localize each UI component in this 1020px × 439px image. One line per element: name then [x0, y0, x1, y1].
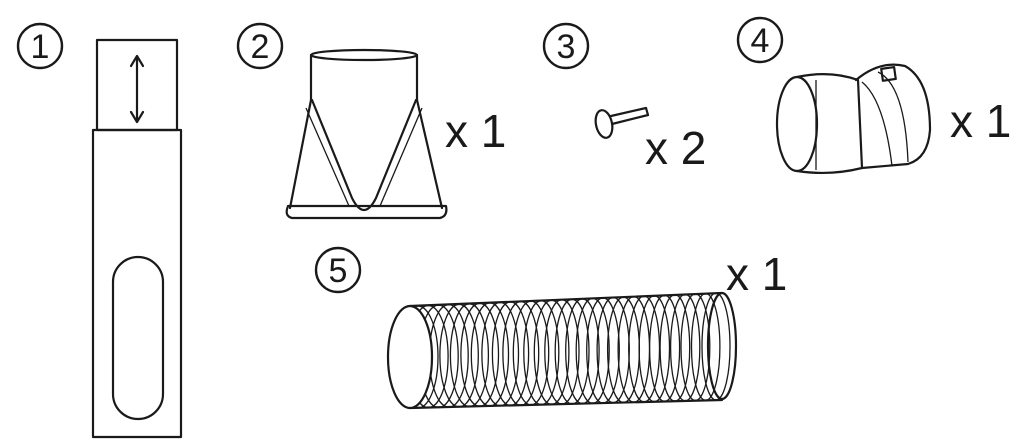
- hose-rib: [566, 299, 599, 404]
- part-1-number: 1: [31, 28, 50, 66]
- part-2-group: 2 x 1: [238, 24, 506, 218]
- hose-rib: [555, 299, 589, 404]
- part-1-group: 1: [18, 24, 181, 437]
- part-4-group: 4 x 1: [738, 18, 1011, 173]
- part-2-label: 2: [238, 24, 282, 68]
- hose-adapter-icon: [777, 65, 930, 173]
- part-5-number: 5: [329, 252, 348, 290]
- part-3-quantity: x 2: [645, 122, 706, 174]
- exhaust-hose-icon: [388, 293, 736, 408]
- hose-rib: [450, 304, 488, 407]
- hose-rib: [545, 300, 579, 404]
- part-4-number: 4: [751, 22, 770, 60]
- part-4-quantity: x 1: [950, 95, 1011, 147]
- hose-rib: [429, 305, 468, 408]
- part-5-group: 5 x 1: [316, 248, 787, 408]
- part-1-label: 1: [18, 24, 62, 68]
- part-3-number: 3: [557, 28, 576, 66]
- part-4-label: 4: [738, 18, 782, 62]
- hose-rib: [534, 300, 569, 404]
- window-adapter-icon: [287, 50, 447, 218]
- part-2-quantity: x 1: [445, 105, 506, 157]
- screw-icon: [593, 108, 648, 139]
- hose-rib: [440, 304, 478, 407]
- part-5-label: 5: [316, 248, 360, 292]
- hose-rib: [587, 298, 620, 403]
- hose-rib: [576, 298, 609, 403]
- hose-rib: [597, 298, 629, 403]
- part-3-label: 3: [544, 24, 588, 68]
- hose-rib: [608, 297, 640, 402]
- part-2-number: 2: [251, 28, 270, 66]
- part-5-quantity: x 1: [726, 248, 787, 300]
- part-3-group: 3 x 2: [544, 24, 706, 174]
- window-slider-kit-icon: [93, 40, 181, 437]
